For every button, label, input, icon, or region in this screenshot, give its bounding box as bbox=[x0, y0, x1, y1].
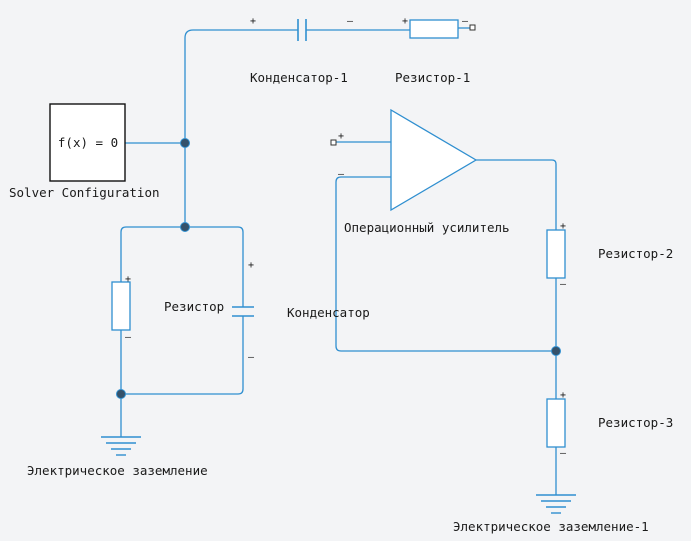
solver-configuration-label: Solver Configuration bbox=[9, 185, 160, 200]
wires bbox=[120, 27, 557, 495]
junction-nodes bbox=[116, 138, 561, 399]
resistor-2-label: Резистор-2 bbox=[598, 246, 673, 261]
solver-configuration-block[interactable]: f(x) = 0 bbox=[49, 103, 126, 182]
resistor-2-minus-sign: – bbox=[560, 279, 567, 290]
resistor-symbol[interactable] bbox=[111, 281, 131, 331]
capacitor-1-minus-sign: – bbox=[347, 16, 354, 27]
capacitor-1-symbol[interactable] bbox=[297, 19, 307, 41]
ground-1-symbol[interactable] bbox=[536, 494, 576, 514]
resistor-3-label: Резистор-3 bbox=[598, 415, 673, 430]
junction-node-rc-top[interactable] bbox=[180, 222, 190, 232]
resistor-2-symbol[interactable] bbox=[546, 229, 566, 279]
opamp-symbol[interactable] bbox=[330, 108, 478, 212]
capacitor-symbol[interactable] bbox=[232, 306, 254, 317]
wire-opamp-out[interactable] bbox=[476, 159, 557, 230]
resistor-1-plus-sign: + bbox=[402, 16, 408, 27]
resistor-label: Резистор bbox=[164, 299, 224, 314]
solver-expression: f(x) = 0 bbox=[58, 135, 118, 150]
capacitor-plus-sign: + bbox=[248, 260, 254, 271]
opamp-minus-sign: – bbox=[338, 169, 345, 180]
opamp-label: Операционный усилитель bbox=[344, 220, 510, 235]
wire-top-bus[interactable] bbox=[184, 29, 298, 143]
ground-symbol[interactable] bbox=[101, 436, 141, 456]
junction-node-right[interactable] bbox=[551, 346, 561, 356]
resistor-minus-sign: – bbox=[125, 332, 132, 343]
wire-rc-top[interactable] bbox=[120, 226, 244, 307]
capacitor-minus-sign: – bbox=[248, 352, 255, 363]
resistor-1-symbol[interactable] bbox=[409, 19, 476, 39]
resistor-3-symbol[interactable] bbox=[546, 398, 566, 448]
resistor-plus-sign: + bbox=[125, 274, 131, 285]
ground-1-label: Электрическое заземление-1 bbox=[453, 519, 649, 534]
junction-node-rc-bottom[interactable] bbox=[116, 389, 126, 399]
capacitor-1-label: Конденсатор-1 bbox=[250, 70, 348, 85]
resistor-2-plus-sign: + bbox=[560, 221, 566, 232]
resistor-3-plus-sign: + bbox=[560, 390, 566, 401]
wire-rc-bottom[interactable] bbox=[120, 316, 244, 395]
opamp-plus-sign: + bbox=[338, 131, 344, 142]
capacitor-label: Конденсатор bbox=[287, 305, 370, 320]
junction-node-solver[interactable] bbox=[180, 138, 190, 148]
capacitor-1-plus-sign: + bbox=[250, 16, 256, 27]
wire-opamp-minus[interactable] bbox=[335, 176, 556, 352]
resistor-1-label: Резистор-1 bbox=[395, 70, 470, 85]
ground-label: Электрическое заземление bbox=[27, 463, 208, 478]
resistor-1-minus-sign: – bbox=[462, 16, 469, 27]
resistor-3-minus-sign: – bbox=[560, 448, 567, 459]
